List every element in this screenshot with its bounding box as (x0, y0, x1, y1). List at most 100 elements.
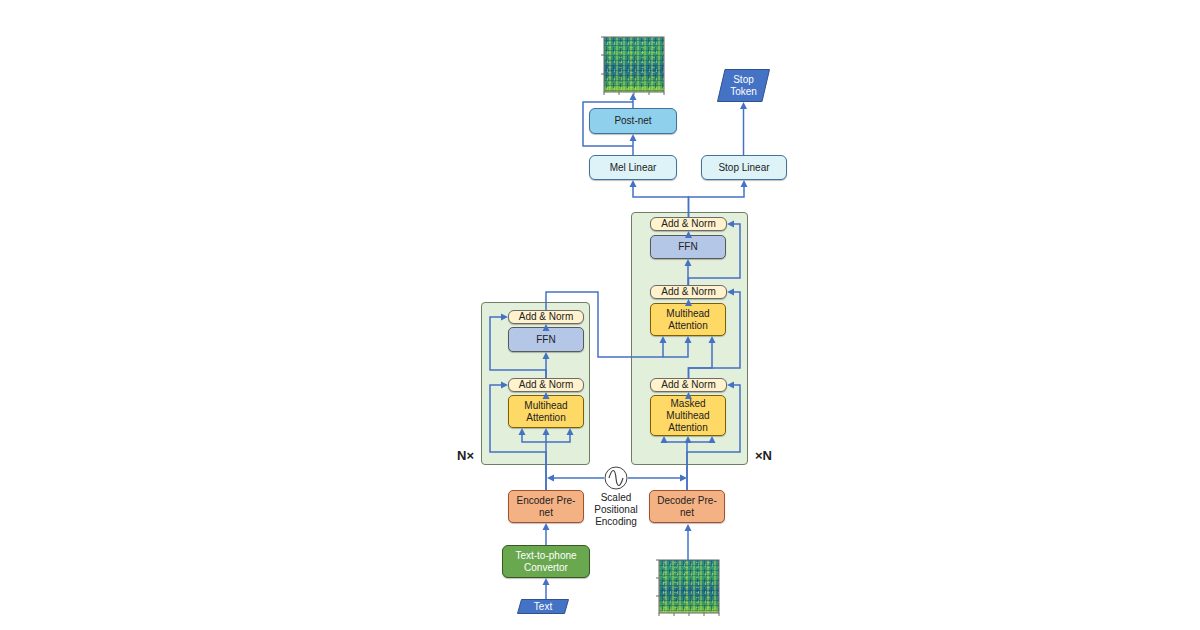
connector-line (687, 385, 740, 490)
node-label: Add & Norm (658, 379, 718, 391)
add-norm-box: Add & Norm (650, 378, 727, 392)
arrow-connector (687, 382, 740, 491)
connector-line (687, 265, 689, 285)
input-spectrogram (656, 560, 719, 616)
position-arrow-line (628, 477, 681, 479)
prenet-box: Encoder Pre-net (508, 490, 584, 523)
connector-line (687, 441, 688, 443)
add-norm-box: Add & Norm (508, 378, 584, 392)
add-norm-box: Add & Norm (650, 217, 727, 231)
text-input-shape: Text (517, 599, 569, 614)
arrow-head (685, 259, 692, 266)
arrow-connector (661, 436, 716, 490)
arrow-connector (546, 292, 692, 357)
flow-arrows (547, 93, 692, 560)
arrow-head (685, 524, 692, 531)
arrow-connector (685, 259, 692, 285)
node-label: FFN (675, 241, 700, 253)
arrow-connector (519, 428, 574, 490)
spectrogram-fill (659, 560, 719, 613)
arrow-head (685, 336, 692, 343)
axis-ticks (601, 37, 664, 95)
arrow-head (680, 475, 687, 482)
arrow-connector (685, 392, 692, 399)
node-label: Text-to-phone Convertor (503, 550, 589, 574)
connector-line (689, 292, 741, 378)
arrow-connector (740, 102, 747, 155)
arrow-head (685, 231, 692, 238)
node-label: FFN (533, 334, 558, 346)
arrow-head (660, 336, 667, 343)
connector-line (689, 224, 741, 285)
position-arrow-line (553, 477, 604, 479)
converter-box: Text-to-phone Convertor (502, 545, 590, 578)
add-norm-box: Add & Norm (650, 285, 727, 299)
parallelogram-shape (718, 70, 770, 102)
connector-line (663, 342, 688, 357)
connector-line (490, 317, 546, 378)
node-label: Stop Token (717, 74, 770, 98)
connector-line (664, 442, 687, 490)
arrow-head (567, 428, 574, 435)
arrow-connector (685, 231, 692, 238)
arrow-head (741, 180, 748, 187)
node-label: Add & Norm (658, 218, 718, 230)
attention-box: Multihead Attention (650, 303, 726, 336)
connector-line (689, 186, 745, 217)
encoder-block: N×Add & NormFFNAdd & NormMultihead Atten… (481, 302, 590, 465)
arrow-connector (543, 324, 550, 331)
spectrogram-bands (604, 37, 664, 92)
arrow-head (543, 352, 550, 359)
decoder-block: ×NAdd & NormFFNAdd & NormMultihead Atten… (631, 212, 748, 465)
connector-line (633, 186, 689, 217)
linear-box: Stop Linear (701, 155, 787, 180)
arrow-connector (689, 221, 741, 286)
arrow-head (709, 436, 716, 443)
arrow-connector (543, 392, 550, 399)
output-spectrogram (601, 37, 664, 95)
node-label: Post-net (611, 115, 654, 127)
node-label: Multihead Attention (509, 400, 583, 424)
arrow-head (543, 428, 550, 435)
arrow-connector (689, 180, 748, 217)
arrow-head (547, 475, 554, 482)
arrow-connector (543, 352, 550, 378)
spectrogram-frame (604, 37, 664, 92)
arrow-head (543, 324, 550, 331)
arrow-connector (490, 382, 546, 491)
arrow-head (740, 102, 747, 109)
arrow-head (727, 221, 734, 228)
connector-line (545, 529, 547, 545)
arrow-head (630, 134, 637, 141)
node-label: Add & Norm (516, 311, 576, 323)
arrow-head (685, 392, 692, 399)
repeat-label: ×N (755, 450, 772, 462)
arrow-connector (490, 314, 546, 379)
linear-box: Mel Linear (589, 155, 677, 180)
output-arrow-line (632, 99, 634, 108)
axis-ticks (656, 560, 719, 616)
connector-line (545, 358, 547, 378)
connector-line (689, 342, 713, 378)
connector-line (546, 434, 570, 442)
repeat-label: N× (457, 450, 474, 462)
arrow-connector (630, 134, 637, 155)
arrow-head (543, 578, 550, 585)
node-label: Encoder Pre-net (509, 495, 583, 519)
arrow-connector (689, 289, 741, 379)
connector-line (490, 385, 546, 490)
arrow-head (727, 289, 734, 296)
connector-line (545, 434, 547, 442)
connector-line (545, 584, 547, 599)
node-label: Decoder Pre-net (650, 495, 724, 519)
arrow-head (501, 382, 508, 389)
spectrogram-fill (604, 37, 664, 92)
positional-encoding: Scaled Positional Encoding (586, 466, 646, 538)
arrow-head (543, 392, 550, 399)
ffn-box: FFN (508, 327, 584, 352)
node-label: Add & Norm (658, 286, 718, 298)
prenet-box: Decoder Pre-net (649, 490, 725, 523)
arrow-head (630, 93, 637, 100)
arrow-head (727, 382, 734, 389)
